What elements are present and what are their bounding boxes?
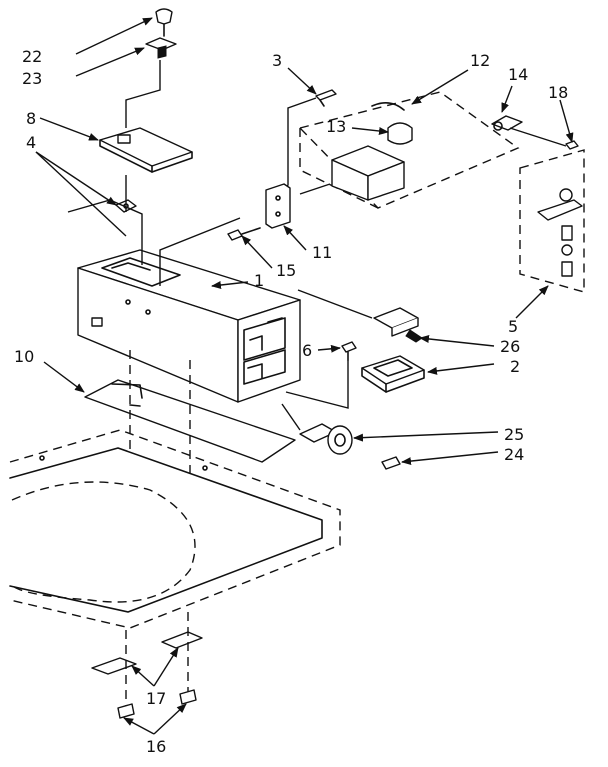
part-bracket-23 [145, 37, 177, 59]
callout-8: 8 [26, 109, 36, 128]
part-14 [491, 115, 567, 147]
part-key-22 [155, 8, 173, 37]
part-screw-6 [285, 341, 357, 409]
callout-26: 26 [500, 337, 520, 356]
part-console-housing-1 [77, 249, 301, 403]
leader-arrows [35, 17, 574, 735]
part-18 [565, 140, 579, 150]
callout-4: 4 [26, 133, 36, 152]
callout-24: 24 [504, 445, 524, 464]
part-24 [381, 456, 401, 470]
part-clip-4 [67, 175, 143, 265]
callout-11: 11 [312, 243, 332, 262]
callout-12: 12 [470, 51, 490, 70]
callout-14: 14 [508, 65, 528, 84]
part-group-12 [298, 91, 520, 209]
part-screws-16 [117, 689, 197, 719]
callout-22: 22 [22, 47, 42, 66]
part-25 [281, 403, 353, 455]
part-13 [387, 122, 413, 145]
callout-23: 23 [22, 69, 42, 88]
callout-15: 15 [276, 261, 296, 280]
callout-16: 16 [146, 737, 166, 756]
callout-2: 2 [510, 357, 520, 376]
part-17 [91, 612, 203, 706]
part-26 [297, 289, 423, 343]
washer-top-panel [9, 429, 341, 629]
part-group-5 [519, 149, 585, 293]
callout-18: 18 [548, 83, 568, 102]
callout-13: 13 [326, 117, 346, 136]
callout-3: 3 [272, 51, 282, 70]
callout-17: 17 [146, 689, 166, 708]
part-2 [361, 355, 425, 393]
callout-6: 6 [302, 341, 312, 360]
part-cover-8 [99, 60, 193, 173]
callout-10: 10 [14, 347, 34, 366]
callout-25: 25 [504, 425, 524, 444]
callout-1: 1 [254, 271, 264, 290]
callout-5: 5 [508, 317, 518, 336]
part-bracket-11 [159, 183, 291, 286]
